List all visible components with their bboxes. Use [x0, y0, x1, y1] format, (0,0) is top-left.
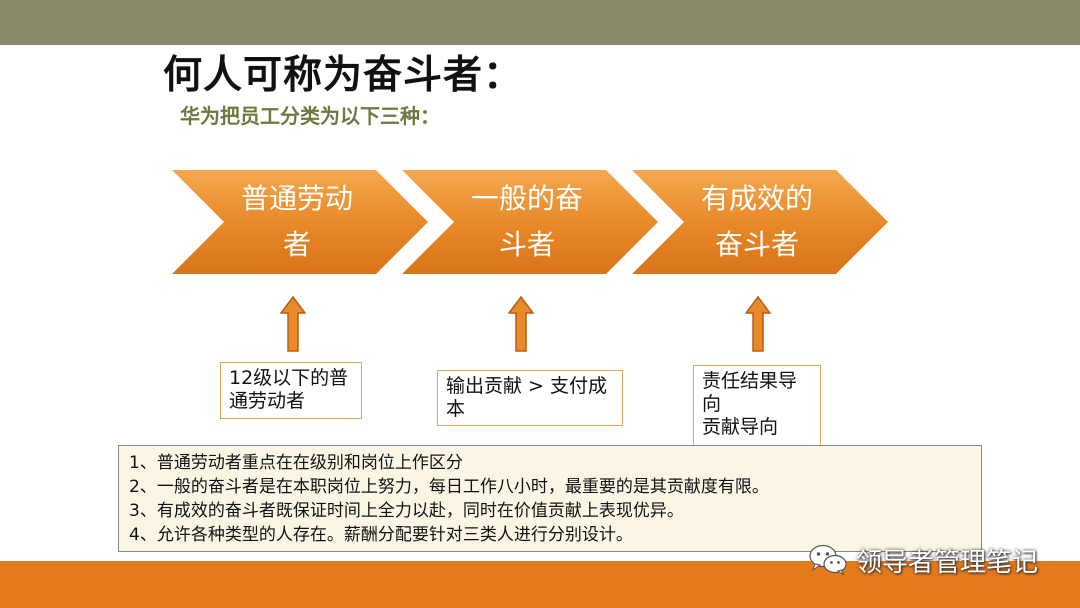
note-item: 2、一般的奋斗者是在本职岗位上努力，每日工作八小时，最重要的是其贡献度有限。 — [129, 477, 769, 497]
chevron-ordinary-worker: 普通劳动者 — [172, 170, 428, 274]
note-item: 4、允许各种类型的人存在。薪酬分配要针对三类人进行分别设计。 — [129, 525, 633, 545]
chevron-shape — [402, 170, 658, 274]
chevron-label: 普通劳动者 — [240, 182, 353, 261]
note-item: 1、普通劳动者重点在在级别和岗位上作区分 — [129, 453, 463, 473]
desc-line: 本 — [446, 398, 466, 420]
notes-box: 1、普通劳动者重点在在级别和岗位上作区分 2、一般的奋斗者是在本职岗位上努力，每… — [118, 445, 982, 552]
chevron-general-striver: 一般的奋斗者 — [402, 170, 658, 274]
bottom-bar — [0, 561, 1080, 608]
up-arrow-icon — [280, 296, 306, 352]
chevron-effective-striver: 有成效的奋斗者 — [632, 170, 888, 274]
watermark: 领导者管理笔记 — [808, 540, 1038, 580]
desc-line: 输出贡献 > 支付成 — [446, 375, 607, 397]
chevron-label: 有成效的奋斗者 — [700, 182, 813, 261]
desc-line: 向 — [702, 393, 722, 415]
desc-box-ordinary: 12级以下的普 通劳动者 — [220, 362, 362, 419]
top-bar — [0, 0, 1080, 45]
desc-line: 通劳动者 — [229, 390, 306, 412]
page-subtitle: 华为把员工分类为以下三种： — [180, 104, 440, 128]
up-arrow-icon — [508, 296, 534, 352]
desc-box-general: 输出贡献 > 支付成 本 — [437, 370, 623, 426]
desc-line: 责任结果导 — [702, 370, 798, 392]
chevron-shape — [632, 170, 888, 274]
watermark-text: 领导者管理笔记 — [856, 547, 1039, 578]
chevron-label: 一般的奋斗者 — [470, 182, 583, 261]
wechat-icon — [809, 544, 847, 576]
chevron-shape — [172, 170, 428, 274]
note-item: 3、有成效的奋斗者既保证时间上全力以赴，同时在价值贡献上表现优异。 — [129, 501, 684, 521]
desc-line: 12级以下的普 — [229, 367, 349, 389]
up-arrow-icon — [745, 296, 771, 352]
desc-box-effective: 责任结果导 向 贡献导向 — [693, 365, 821, 449]
page-title: 何人可称为奋斗者： — [163, 53, 524, 98]
desc-line: 贡献导向 — [702, 416, 779, 438]
